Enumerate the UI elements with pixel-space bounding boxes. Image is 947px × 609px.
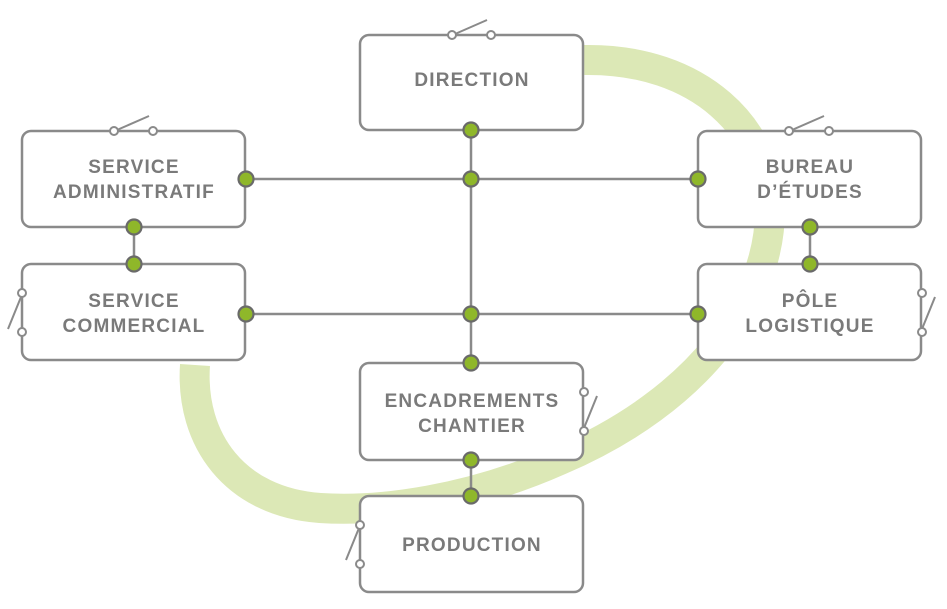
box-bureau-etudes <box>696 129 923 229</box>
labels: DIRECTION SERVICE ADMINISTRATIF BUREAU D… <box>53 70 874 556</box>
label-pole-logistique-2: LOGISTIQUE <box>745 316 874 337</box>
connector-node-icon <box>462 487 480 505</box>
connector-node-icon <box>237 170 255 188</box>
label-service-commercial-2: COMMERCIAL <box>63 316 206 337</box>
connector-node-icon <box>125 255 143 273</box>
label-encadrements-chantier-2: CHANTIER <box>418 416 526 437</box>
label-direction: DIRECTION <box>414 70 529 91</box>
switch-icon <box>7 288 27 337</box>
label-encadrements-chantier-1: ENCADREMENTS <box>385 391 560 412</box>
label-service-administratif-2: ADMINISTRATIF <box>53 182 215 203</box>
switch-icon <box>447 19 496 40</box>
connector-node-icon <box>237 305 255 323</box>
label-service-administratif-1: SERVICE <box>88 157 179 178</box>
connector-node-icon <box>462 305 480 323</box>
connector-node-icon <box>125 218 143 236</box>
label-bureau-etudes-2: D’ÉTUDES <box>757 181 863 203</box>
label-production: PRODUCTION <box>402 535 542 556</box>
connector-nodes <box>125 121 819 505</box>
connector-node-icon <box>801 218 819 236</box>
switch-icon <box>579 387 598 436</box>
connector-node-icon <box>462 354 480 372</box>
connector-node-icon <box>462 170 480 188</box>
switch-icon <box>109 115 158 136</box>
connector-node-icon <box>689 170 707 188</box>
connector-node-icon <box>801 255 819 273</box>
connector-node-icon <box>462 451 480 469</box>
box-service-commercial <box>20 262 247 362</box>
connector-node-icon <box>462 121 480 139</box>
box-pole-logistique <box>696 262 923 362</box>
label-service-commercial-1: SERVICE <box>88 291 179 312</box>
switches <box>7 19 936 569</box>
label-pole-logistique-1: PÔLE <box>782 290 839 312</box>
boxes <box>20 33 923 594</box>
connector-node-icon <box>689 305 707 323</box>
switch-icon <box>917 288 936 337</box>
box-service-administratif <box>20 129 247 229</box>
switch-icon <box>784 115 834 136</box>
switch-icon <box>345 520 365 569</box>
label-bureau-etudes-1: BUREAU <box>766 157 854 178</box>
